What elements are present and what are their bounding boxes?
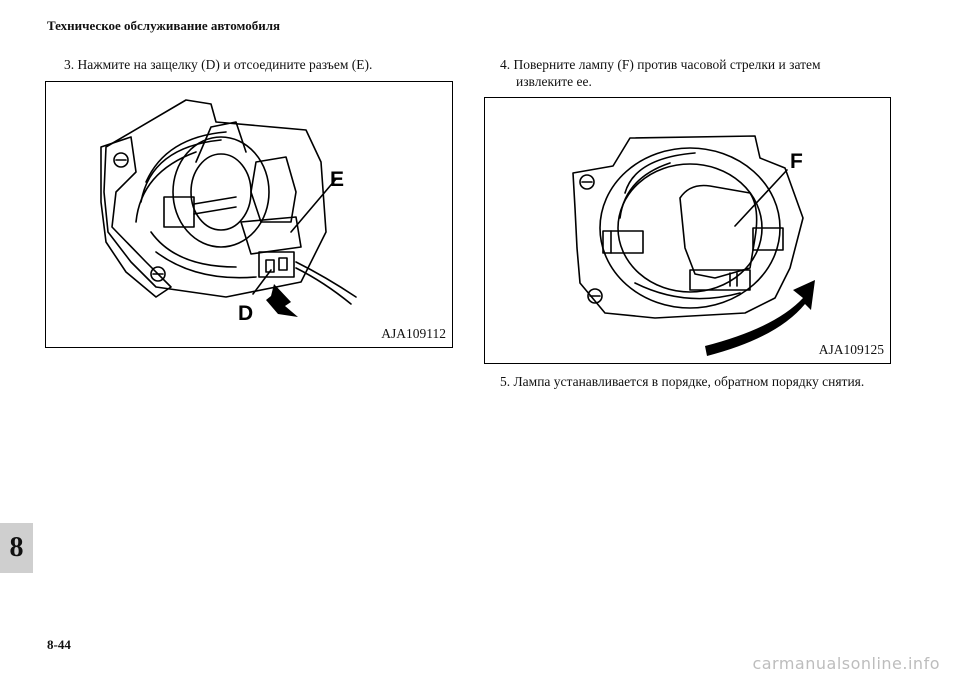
figure-code: AJA109112 xyxy=(381,326,446,341)
step-4-text: 4. Поверните лампу (F) против часовой ст… xyxy=(500,56,860,90)
step-5-text: 5. Лампа устанавливается в порядке, обра… xyxy=(500,374,865,389)
connector-illustration: E D xyxy=(100,99,357,325)
label-f: F xyxy=(790,150,803,173)
figure-bulb-removal: F AJA109125 xyxy=(484,97,891,364)
bulb-illustration: F xyxy=(572,135,815,356)
label-d: D xyxy=(238,302,253,325)
label-e: E xyxy=(330,168,344,191)
step-3-text: 3. Нажмите на защелку (D) и отсоедините … xyxy=(64,57,373,72)
section-tab: 8 xyxy=(0,523,33,573)
figure-connector-removal: E D AJA109112 xyxy=(45,81,453,348)
step-4-line-2: извлеките ее. xyxy=(516,74,592,89)
section-number: 8 xyxy=(9,532,24,563)
watermark: carmanualsonline.info xyxy=(752,654,940,673)
page-header: Техническое обслуживание автомобиля xyxy=(47,18,281,33)
step-4-line-1: 4. Поверните лампу (F) против часовой ст… xyxy=(500,57,821,72)
figure-code: AJA109125 xyxy=(818,342,884,357)
page-number: 8-44 xyxy=(47,637,71,652)
